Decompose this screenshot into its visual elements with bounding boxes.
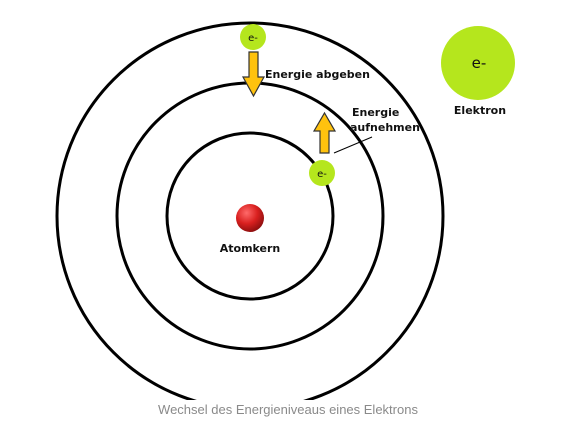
electron-inner-symbol: e- bbox=[317, 169, 327, 180]
nucleus-sphere-icon bbox=[236, 204, 264, 232]
legend-electron-icon bbox=[441, 26, 515, 100]
legend-electron-symbol: e- bbox=[472, 54, 487, 72]
nucleus-label: Atomkern bbox=[220, 242, 281, 255]
absorb-energy-label-line2: aufnehmen bbox=[350, 121, 420, 134]
figure-caption: Wechsel des Energieniveaus eines Elektro… bbox=[158, 402, 418, 417]
arrow-up-icon bbox=[312, 111, 337, 154]
arrow-down-icon bbox=[241, 51, 266, 98]
electron-inner bbox=[309, 160, 335, 186]
electron-outer bbox=[240, 24, 266, 50]
legend-electron-label: Elektron bbox=[454, 104, 506, 117]
electron-outer-symbol: e- bbox=[248, 33, 258, 44]
release-energy-label: Energie abgeben bbox=[265, 68, 370, 81]
absorb-energy-label-line1: Energie bbox=[352, 106, 399, 119]
inner-orbit bbox=[165, 131, 335, 301]
outer-orbit bbox=[55, 21, 445, 400]
atom-diagram: Atomkern e- Energie abgeben Energie aufn… bbox=[55, 21, 515, 400]
absorb-pointer-line bbox=[333, 136, 373, 154]
